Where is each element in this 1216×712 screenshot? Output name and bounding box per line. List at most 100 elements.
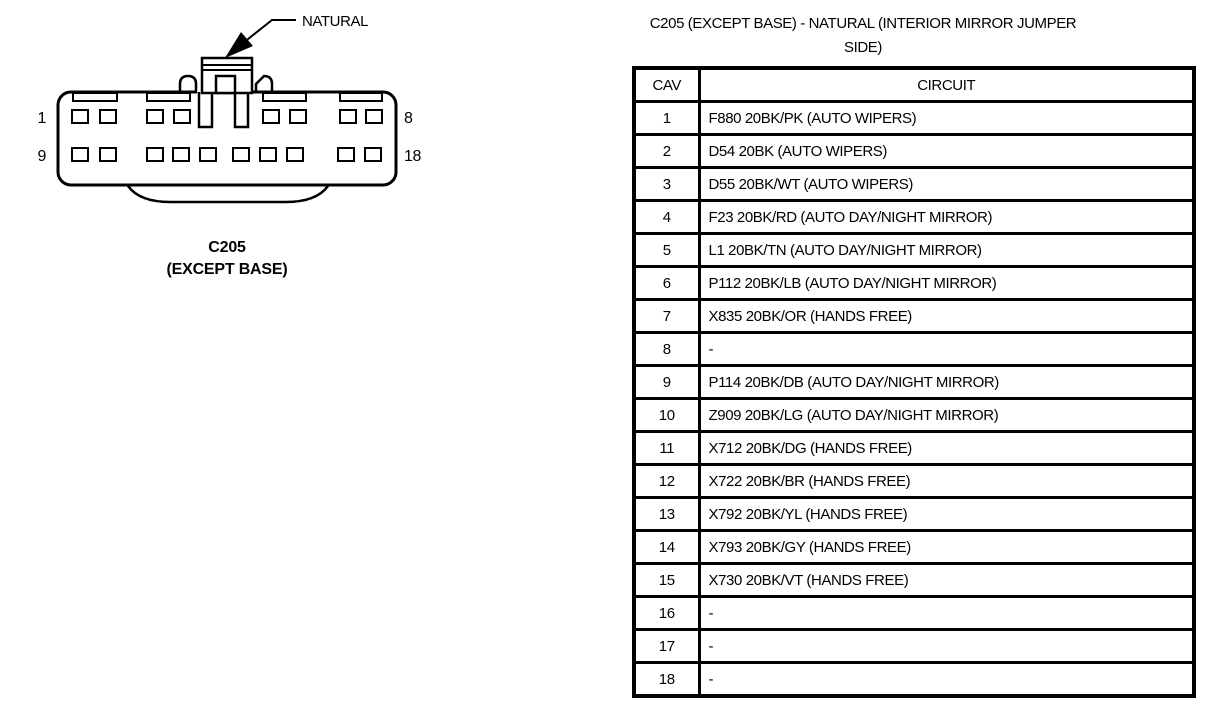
column-header-circuit: CIRCUIT: [697, 66, 1196, 103]
cav-cell: 7: [632, 298, 701, 334]
circuit-cell: X792 20BK/YL (HANDS FREE): [697, 496, 1196, 532]
table-title-line2: SIDE): [843, 39, 882, 56]
cav-cell: 12: [632, 463, 701, 499]
pin: [173, 109, 191, 124]
connector-color-label: NATURAL: [302, 13, 368, 30]
circuit-cell: F880 20BK/PK (AUTO WIPERS): [697, 100, 1196, 136]
table-title-line1: C205 (EXCEPT BASE) - NATURAL (INTERIOR M…: [649, 15, 1077, 32]
keying-slots: [72, 92, 383, 102]
circuit-cell: D55 20BK/WT (AUTO WIPERS): [697, 166, 1196, 202]
cav-cell: 15: [632, 562, 701, 598]
circuit-cell: X722 20BK/BR (HANDS FREE): [697, 463, 1196, 499]
pin: [199, 147, 217, 162]
pin: [232, 147, 250, 162]
table-row: 17-: [632, 628, 1196, 664]
cav-cell: 10: [632, 397, 701, 433]
pin: [259, 147, 277, 162]
pin: [71, 147, 89, 162]
pin-row-bottom: [71, 147, 382, 162]
cav-cell: 2: [632, 133, 701, 169]
cav-cell: 1: [632, 100, 701, 136]
table-title: C205 (EXCEPT BASE) - NATURAL (INTERIOR M…: [632, 12, 1094, 60]
table-header-row: CAV CIRCUIT: [632, 66, 1196, 103]
circuit-cell: Z909 20BK/LG (AUTO DAY/NIGHT MIRROR): [697, 397, 1196, 433]
latch-nub: [214, 74, 237, 95]
cav-cell: 16: [632, 595, 701, 631]
latch-cap: [200, 56, 254, 95]
table-row: 8-: [632, 331, 1196, 367]
pinout-table-panel: C205 (EXCEPT BASE) - NATURAL (INTERIOR M…: [632, 12, 1196, 698]
cav-cell: 3: [632, 166, 701, 202]
circuit-cell: F23 20BK/RD (AUTO DAY/NIGHT MIRROR): [697, 199, 1196, 235]
cav-cell: 6: [632, 265, 701, 301]
cav-cell: 14: [632, 529, 701, 565]
connector-bottom-bump: [126, 185, 330, 204]
connector-name: C205: [208, 239, 246, 256]
connector-variant: (EXCEPT BASE): [167, 261, 288, 278]
table-row: 18-: [632, 661, 1196, 698]
cav-cell: 9: [632, 364, 701, 400]
pin: [262, 109, 280, 124]
leader-line: [225, 19, 296, 58]
circuit-cell: -: [697, 661, 1196, 698]
pin: [71, 109, 89, 124]
pin: [99, 109, 117, 124]
pin: [365, 109, 383, 124]
circuit-cell: X712 20BK/DG (HANDS FREE): [697, 430, 1196, 466]
circuit-cell: D54 20BK (AUTO WIPERS): [697, 133, 1196, 169]
pin-label-18: 18: [404, 148, 421, 165]
circuit-cell: X793 20BK/GY (HANDS FREE): [697, 529, 1196, 565]
pin-label-9: 9: [38, 148, 47, 165]
pin: [172, 147, 190, 162]
pin: [146, 147, 164, 162]
cav-cell: 5: [632, 232, 701, 268]
pin: [364, 147, 382, 162]
pin-label-1: 1: [38, 110, 47, 127]
cav-cell: 17: [632, 628, 701, 664]
pin: [289, 109, 307, 124]
pin: [337, 147, 355, 162]
cav-cell: 8: [632, 331, 701, 367]
pin: [339, 109, 357, 124]
pin: [146, 109, 164, 124]
circuit-cell: -: [697, 331, 1196, 367]
pin-row-top: [71, 109, 383, 124]
pin: [99, 147, 117, 162]
pin-label-8: 8: [404, 110, 413, 127]
connector-drawing: NATURAL: [38, 13, 422, 278]
circuit-cell: P112 20BK/LB (AUTO DAY/NIGHT MIRROR): [697, 265, 1196, 301]
table-row: 16-: [632, 595, 1196, 631]
circuit-cell: -: [697, 595, 1196, 631]
cav-cell: 4: [632, 199, 701, 235]
cav-cell: 13: [632, 496, 701, 532]
cav-cell: 18: [632, 661, 701, 698]
latch-ears: [178, 74, 274, 93]
circuit-cell: P114 20BK/DB (AUTO DAY/NIGHT MIRROR): [697, 364, 1196, 400]
circuit-cell: L1 20BK/TN (AUTO DAY/NIGHT MIRROR): [697, 232, 1196, 268]
column-header-cav: CAV: [632, 66, 701, 103]
arrowhead-icon: [225, 32, 253, 58]
circuit-cell: X835 20BK/OR (HANDS FREE): [697, 298, 1196, 334]
cav-cell: 11: [632, 430, 701, 466]
circuit-cell: X730 20BK/VT (HANDS FREE): [697, 562, 1196, 598]
connector-diagram: NATURAL: [0, 0, 440, 300]
latch-channel-area: [197, 89, 250, 127]
circuit-cell: -: [697, 628, 1196, 664]
